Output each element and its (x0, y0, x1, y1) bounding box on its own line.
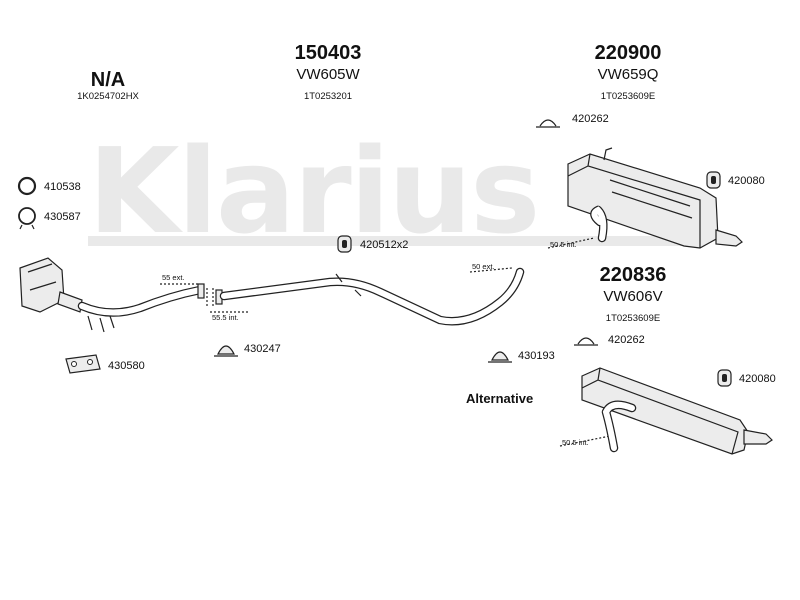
fitting-420080-alt: 420080 (717, 369, 776, 387)
fitting-430587: 430587 (18, 207, 81, 230)
part-label: 420080 (739, 373, 776, 385)
silencer-body (567, 153, 719, 249)
rear-alt-model: VW606V (603, 288, 662, 305)
fitting-430247: 430247 (214, 343, 281, 357)
mid-code: 1T0253201 (304, 91, 352, 102)
alternative-label: Alternative (466, 391, 533, 406)
rear-silencer-alt (581, 367, 773, 455)
group-cat: N/A 1K0254702HX (77, 69, 139, 102)
group-mid: 150403 VW605W 1T0253201 (295, 42, 362, 102)
part-label: 430247 (244, 343, 281, 355)
mid-model: VW605W (296, 66, 360, 83)
part-label: 430193 (518, 350, 555, 362)
fitting-420262-alt: 420262 (574, 334, 645, 346)
rear-number: 220900 (595, 42, 662, 64)
rear-code: 1T0253609E (601, 91, 655, 102)
clamp-icon (18, 207, 36, 225)
fitting-420262-top: 420262 (536, 113, 609, 128)
clamp-icon (217, 345, 235, 355)
catalytic-converter (19, 257, 205, 333)
watermark: Klarius (88, 122, 688, 260)
cat-number: N/A (91, 69, 125, 91)
flange (197, 283, 205, 299)
dim-50ext: 50 ext. (472, 262, 495, 271)
tail-pipe (743, 429, 773, 445)
rear-model: VW659Q (598, 66, 659, 83)
converter-body (19, 257, 65, 313)
dim-505int-alt: 50.5 int. (562, 438, 589, 447)
part-label: 420080 (728, 175, 765, 187)
group-rear-alt: 220836 VW606V 1T0253609E (600, 264, 667, 324)
part-label: 430587 (44, 211, 81, 223)
tail-pipe (715, 229, 743, 247)
rear-silencer (567, 147, 743, 249)
group-rear: 220900 VW659Q 1T0253609E (595, 42, 662, 102)
fitting-410538: 410538 (17, 176, 81, 196)
fitting-420512: 420512x2 (337, 235, 408, 253)
hanger-bracket-icon (536, 119, 560, 128)
fitting-420080-top: 420080 (706, 171, 765, 189)
dim-505int-top: 50.5 int. (550, 240, 577, 249)
rear-alt-number: 220836 (600, 264, 667, 286)
middle-pipe (215, 267, 525, 326)
hanger-bracket-icon (574, 337, 598, 346)
clamp-icon (491, 351, 509, 361)
watermark-underline (88, 236, 688, 246)
fitting-430193: 430193 (488, 350, 555, 363)
part-label: 420262 (608, 334, 645, 346)
fitting-430580: 430580 (65, 354, 145, 374)
part-label: 420262 (572, 113, 609, 125)
cat-code: 1K0254702HX (77, 91, 139, 102)
part-label: 430580 (108, 360, 145, 372)
part-label: 410538 (44, 181, 81, 193)
dimension-marks: 55 ext. 55.5 int. 50 ext. 50.5 int. 50.5… (160, 237, 611, 447)
dim-555int: 55.5 int. (212, 313, 239, 322)
mid-number: 150403 (295, 42, 362, 64)
part-label: 420512x2 (360, 239, 408, 251)
ring-gasket-icon (17, 176, 37, 196)
rear-alt-code: 1T0253609E (606, 313, 660, 324)
dim-55ext: 55 ext. (162, 273, 185, 282)
